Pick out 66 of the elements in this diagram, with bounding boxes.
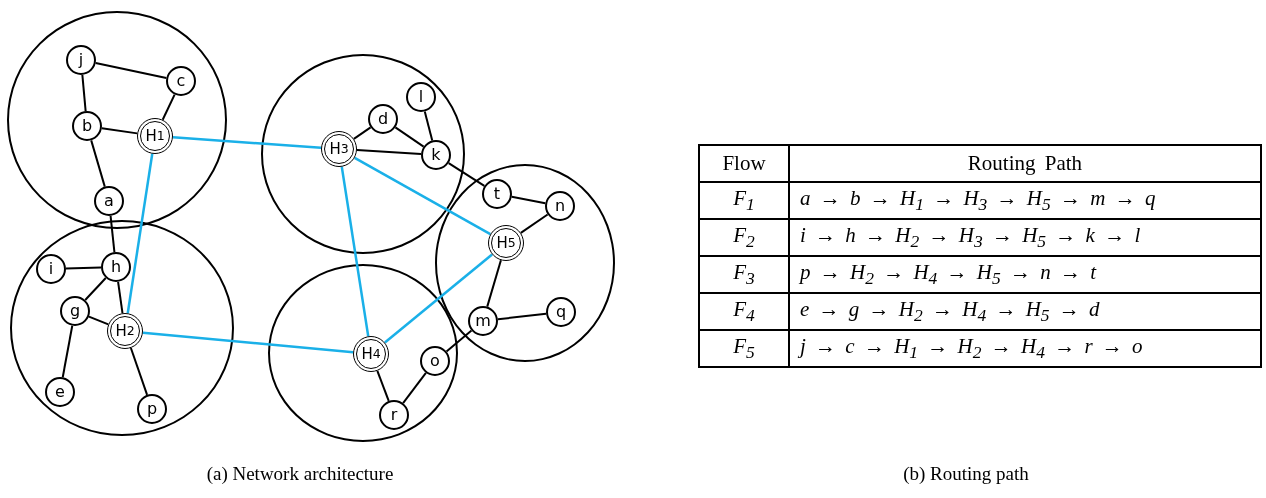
link-line [510, 195, 547, 205]
link-line [84, 276, 107, 302]
link-line [100, 127, 139, 135]
link-line [384, 253, 493, 344]
node-circle: d [368, 104, 398, 134]
link-line [161, 93, 176, 121]
table-cell: F$_{5}$ [699, 330, 789, 367]
table-cell: p → H$_{2}$ → H$_{4}$ → H$_{5}$ → n → t [789, 256, 1261, 293]
node-circle: b [72, 111, 102, 141]
link-line [94, 62, 168, 79]
link-line [402, 371, 427, 405]
link-line [61, 324, 74, 379]
link-line [519, 213, 549, 234]
link-line [65, 266, 102, 270]
cluster-circle [268, 264, 458, 442]
node-circle: k [421, 140, 451, 170]
node-circle: j [66, 45, 96, 75]
link-line [394, 126, 425, 148]
link-line [81, 73, 87, 113]
node-circle: p [137, 394, 167, 424]
link-line [352, 126, 372, 140]
header-cell: Flow [699, 145, 789, 182]
cluster-circle [261, 54, 465, 254]
table-cell: F$_{1}$ [699, 182, 789, 219]
link-line [109, 214, 116, 254]
node-circle: i [36, 254, 66, 284]
link-line [445, 329, 473, 353]
link-line [117, 280, 124, 315]
link-line [376, 369, 390, 402]
link-line [496, 312, 548, 321]
cluster-circle [7, 11, 227, 229]
table-cell: j → c → H$_{1}$ → H$_{2}$ → H$_{4}$ → r → o [789, 330, 1261, 367]
node-circle: r [379, 400, 409, 430]
link-line [354, 156, 491, 236]
figure-caption: (a) Network architecture [206, 463, 394, 485]
table-cell: F$_{4}$ [699, 293, 789, 330]
link-line [486, 259, 502, 308]
node-circle: o [420, 346, 450, 376]
node-circle: e [45, 377, 75, 407]
node-circle: c [166, 66, 196, 96]
node-circle: g [60, 296, 90, 326]
node-circle: m [468, 306, 498, 336]
node-circle: a [94, 186, 124, 216]
link-line [87, 315, 110, 326]
table-cell: a → b → H$_{1}$ → H$_{3}$ → H$_{5}$ → m → q [789, 182, 1261, 219]
header-cell: Routing Path [789, 145, 1261, 182]
link-line [90, 139, 106, 188]
link-line [355, 149, 423, 156]
link-line [172, 136, 322, 149]
link-line [340, 166, 370, 337]
figure-caption: (b) Routing path [903, 463, 1029, 485]
link-line [423, 110, 434, 142]
node-circle: n [545, 191, 575, 221]
node-circle: l [406, 82, 436, 112]
link-line [142, 331, 354, 354]
link-line [447, 162, 486, 187]
table-cell: i → h → H$_{2}$ → H$_{3}$ → H$_{5}$ → k → l [789, 219, 1261, 256]
node-circle: t [482, 179, 512, 209]
node-circle: q [546, 297, 576, 327]
table-cell: e → g → H$_{2}$ → H$_{4}$ → H$_{5}$ → d [789, 293, 1261, 330]
link-line [129, 347, 149, 396]
table-cell: F$_{2}$ [699, 219, 789, 256]
table-cell: F$_{3}$ [699, 256, 789, 293]
link-line [126, 153, 154, 314]
cluster-circle [10, 220, 234, 436]
node-circle: h [101, 252, 131, 282]
